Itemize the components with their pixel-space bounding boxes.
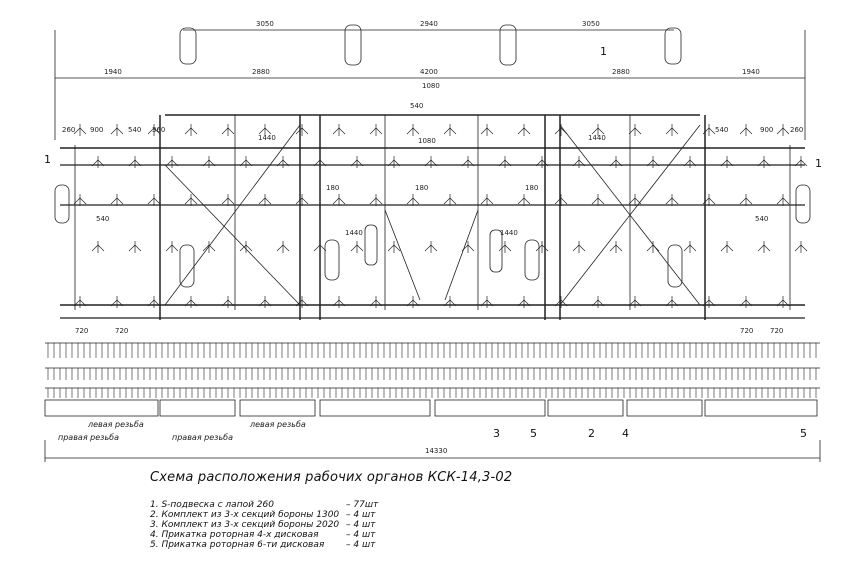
s-tine-shanks: [73, 124, 808, 308]
callout-5-a: 5: [530, 427, 537, 440]
legend-item-qty: – 4 шт: [346, 540, 376, 550]
dim-900-left: 900: [90, 126, 103, 134]
dim-260-right: 260: [790, 126, 803, 134]
label-right-thread-2: правая резьба: [172, 433, 233, 442]
dim-top-right: 3050: [582, 20, 600, 28]
dim-1440-left: 1440: [258, 134, 276, 142]
callout-1-left: 1: [44, 153, 51, 166]
legend-item-text: 4. Прикатка роторная 4-х дисковая: [150, 530, 319, 540]
legend-item-text: 3. Комплект из 3-х секций бороны 2020: [150, 520, 340, 530]
legend-item-qty: – 4 шт: [346, 530, 376, 540]
dim-180-b: 180: [415, 184, 428, 192]
dim-540-mid-r: 540: [755, 215, 768, 223]
legend-row: 4. Прикатка роторная 4-х дисковая – 4 шт: [150, 530, 406, 540]
dim-540-right: 540: [715, 126, 728, 134]
dim-second-3: 4200: [420, 68, 438, 76]
harrow-tines: [47, 343, 817, 398]
dim-top-center: 2940: [420, 20, 438, 28]
legend-item-qty: – 77шт: [346, 500, 379, 510]
dim-720-br1: 720: [740, 327, 753, 335]
callout-1-top: 1: [600, 45, 607, 58]
callout-3: 3: [493, 427, 500, 440]
dim-center-1080-b: 1080: [418, 137, 436, 145]
dim-1440-cl: 1440: [345, 229, 363, 237]
callout-2: 2: [588, 427, 595, 440]
legend-item-qty: – 4 шт: [346, 520, 376, 530]
dim-900-right: 900: [760, 126, 773, 134]
dim-720-bl2: 720: [115, 327, 128, 335]
callout-4: 4: [622, 427, 629, 440]
label-left-thread-1: левая резьба: [87, 420, 144, 429]
dim-180-a: 180: [326, 184, 339, 192]
dim-top-left: 3050: [256, 20, 274, 28]
legend-item-qty: – 4 шт: [346, 510, 376, 520]
legend-row: 2. Комплект из 3-х секций бороны 1300 – 4…: [150, 510, 406, 520]
callout-1-right: 1: [815, 157, 822, 170]
dim-540-mid: 540: [96, 215, 109, 223]
dim-second-4: 2880: [612, 68, 630, 76]
legend-row: 3. Комплект из 3-х секций бороны 2020 – 4…: [150, 520, 406, 530]
dim-540-left: 540: [128, 126, 141, 134]
legend-item-text: 5. Прикатка роторная 6-ти дисковая: [150, 540, 325, 550]
label-right-thread-1: правая резьба: [58, 433, 119, 442]
legend-item-text: 1. S-подвеска с лапой 260: [150, 500, 274, 510]
legend-item-text: 2. Комплект из 3-х секций бороны 1300: [150, 510, 340, 520]
dim-180-c: 180: [525, 184, 538, 192]
dim-second-2: 2880: [252, 68, 270, 76]
dim-total: 14330: [425, 447, 447, 455]
dim-260-left: 260: [62, 126, 75, 134]
dim-second-1: 1940: [104, 68, 122, 76]
dim-second-5: 1940: [742, 68, 760, 76]
callout-5-b: 5: [800, 427, 807, 440]
label-left-thread-2: левая резьба: [249, 420, 306, 429]
dim-720-bl1: 720: [75, 327, 88, 335]
dim-1440-cr: 1440: [500, 229, 518, 237]
dim-1440-right: 1440: [588, 134, 606, 142]
dim-360-left: 360: [152, 126, 165, 134]
dim-center-540: 540: [410, 102, 423, 110]
drawing-title: Схема расположения рабочих органов КСК-1…: [150, 470, 513, 485]
dim-center-1080: 1080: [422, 82, 440, 90]
legend-row: 1. S-подвеска с лапой 260 – 77шт: [150, 500, 406, 510]
dim-720-br2: 720: [770, 327, 783, 335]
legend-row: 5. Прикатка роторная 6-ти дисковая – 4 шт: [150, 540, 406, 550]
